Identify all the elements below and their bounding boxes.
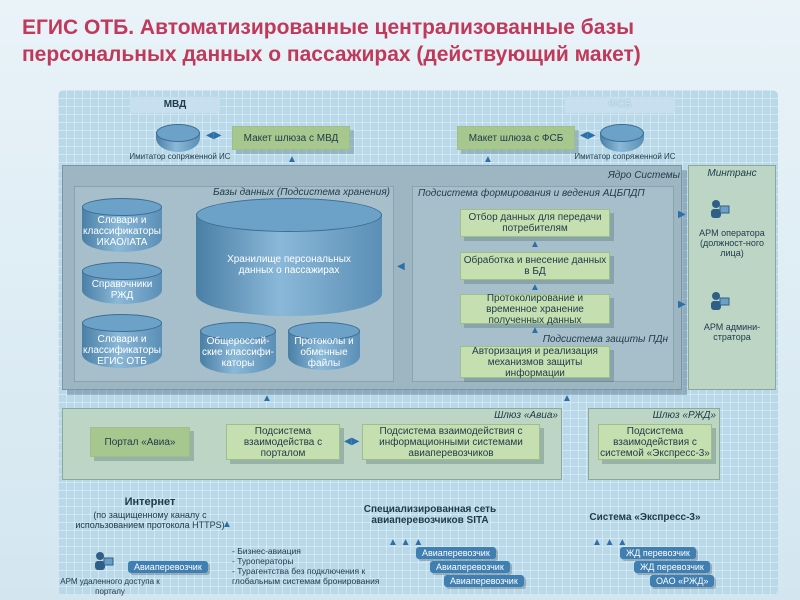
mvd-gateway[interactable]: Макет шлюза с МВД — [232, 126, 350, 150]
remote-workstation-icon — [95, 552, 114, 570]
dict-ikao-label: Словари и классификаторы ИКАО/IATA — [83, 215, 161, 248]
carriers-interaction-box[interactable]: Подсистема взаимодействия с информационн… — [362, 424, 540, 460]
arrow-up-icon: ▲ ▲ ▲ — [388, 537, 424, 548]
mvd-header: МВД — [163, 99, 187, 110]
mvd-simulator-db-icon — [156, 124, 200, 152]
databases-label: Базы данных (Подсистема хранения) — [213, 187, 390, 198]
admin-label: АРМ админи-стратора — [703, 322, 761, 342]
all-russian-classifiers-db[interactable]: Общероссий-ские классифи-каторы — [200, 322, 276, 374]
fsb-gateway[interactable]: Макет шлюза с ФСБ — [457, 126, 575, 150]
protection-label: Подсистема защиты ПДн — [542, 334, 668, 345]
fsb-header-box: ФСБ — [565, 97, 675, 113]
arrow-up-icon: ▲ — [562, 393, 572, 404]
arrow-up-icon: ▲ — [262, 393, 272, 404]
all-russian-label: Общероссий-ские классифи-каторы — [202, 336, 274, 369]
protocols-label: Протоколы и обменные файлы — [294, 336, 354, 369]
dict-egis-db[interactable]: Словари и классификаторы ЕГИС ОТБ — [82, 314, 162, 368]
log-data-box[interactable]: Протоколирование и временное хранение по… — [460, 293, 610, 326]
express-carrier-tag: ЖД перевозчик — [620, 547, 696, 559]
sita-title: Специализированная сеть авиаперевозчиков… — [363, 504, 497, 526]
dict-ikao-db[interactable]: Словари и классификаторы ИКАО/IATA — [82, 198, 162, 252]
bidirectional-arrow-icon: ◀▶ — [206, 130, 222, 141]
bidirectional-arrow-icon: ◀▶ — [580, 130, 596, 141]
core-label: Ядро Системы — [607, 170, 680, 181]
internet-subtitle: (по защищенному каналу с использованием … — [75, 510, 225, 530]
operator-label: АРМ оператора (должност-ного лица) — [699, 228, 765, 258]
formation-label: Подсистема формирования и ведения АЦБПДП — [418, 188, 645, 199]
warehouse-label: Хранилище персональных данных о пассажир… — [227, 254, 351, 276]
arrow-left-icon: ◀ — [397, 261, 405, 272]
arrow-right-icon: ▶ — [678, 209, 686, 220]
ref-rzd-db[interactable]: Справочники РЖД — [82, 262, 162, 304]
arrow-up-icon: ▲ — [530, 325, 540, 336]
express-carrier-tag: ЖД перевозчик — [634, 561, 710, 573]
mintrans-label: Минтранс — [707, 168, 757, 179]
remote-arm-label: АРМ удаленного доступа к порталу — [60, 577, 160, 596]
express-interaction-box[interactable]: Подсистема взаимодействия с системой «Эк… — [598, 424, 712, 460]
arrow-up-down-icon: ▲ — [483, 154, 493, 165]
express-title: Система «Экспресс-3» — [589, 512, 701, 523]
ref-rzd-label: Справочники РЖД — [91, 279, 153, 301]
internet-list-item: - Турагентства без подключения к глобаль… — [232, 566, 380, 586]
process-data-box[interactable]: Обработка и внесение данных в БД — [460, 252, 610, 280]
fsb-simulator-label: Имитатор сопряженной ИС — [574, 152, 676, 161]
internet-list: - Бизнес-авиация - Туроператоры - Тураге… — [232, 546, 397, 586]
sita-carrier-tag: Авиаперевозчик — [430, 561, 510, 573]
arrow-up-down-icon: ▲ — [287, 154, 297, 165]
protocols-db[interactable]: Протоколы и обменные файлы — [288, 322, 360, 370]
fsb-simulator-db-icon — [600, 124, 644, 152]
arrow-up-icon: ▲ — [530, 239, 540, 250]
admin-workstation-icon — [711, 292, 730, 310]
internet-title: Интернет — [124, 496, 176, 508]
avia-gateway-label: Шлюз «Авиа» — [494, 410, 558, 421]
dict-egis-label: Словари и классификаторы ЕГИС ОТБ — [83, 334, 161, 367]
page-title: ЕГИС ОТБ. Автоматизированные централизов… — [22, 16, 641, 66]
arrow-up-icon: ▲ — [222, 519, 232, 530]
sita-carrier-tag: Авиаперевозчик — [444, 575, 524, 587]
mvd-header-box: МВД — [130, 97, 220, 113]
select-data-box[interactable]: Отбор данных для передачи потребителям — [460, 209, 610, 237]
bidirectional-arrow-icon: ◀▶ — [344, 436, 360, 447]
express-carrier-tag: ОАО «РЖД» — [650, 575, 715, 587]
personal-data-warehouse-db[interactable]: Хранилище персональных данных о пассажир… — [196, 198, 382, 316]
internet-list-item: - Туроператоры — [232, 556, 294, 566]
mintrans-panel — [688, 165, 776, 390]
rzd-gateway-label: Шлюз «РЖД» — [652, 410, 716, 421]
arrow-up-icon: ▲ — [530, 282, 540, 293]
sita-carrier-tag: Авиаперевозчик — [416, 547, 496, 559]
operator-workstation-icon — [711, 200, 730, 218]
mvd-simulator-label: Имитатор сопряженной ИС — [129, 152, 231, 161]
arrow-right-icon: ▶ — [678, 299, 686, 310]
arrow-up-icon: ▲ ▲ ▲ — [592, 537, 628, 548]
fsb-header: ФСБ — [608, 99, 632, 110]
portal-interaction-box[interactable]: Подсистема взаимодейства с порталом — [226, 424, 340, 460]
portal-avia-box[interactable]: Портал «Авиа» — [90, 427, 190, 457]
internet-list-item: - Бизнес-авиация — [232, 546, 301, 556]
internet-carrier-tag: Авиаперевозчик — [128, 561, 208, 573]
auth-box[interactable]: Авторизация и реализация механизмов защи… — [460, 346, 610, 379]
